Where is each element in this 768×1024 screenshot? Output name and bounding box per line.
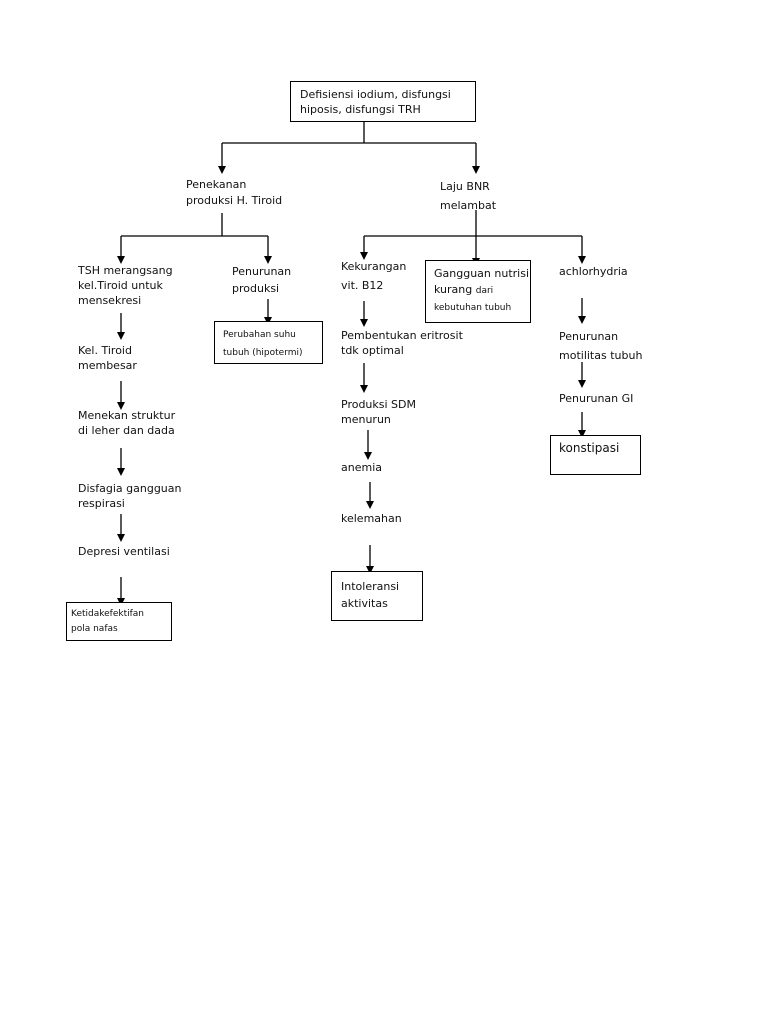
diagnosis-box-intoleransi: Intoleransi aktivitas: [331, 571, 423, 621]
node-anemia: anemia: [341, 461, 382, 474]
diagnosis-gangguan-nutrisi: Gangguan nutrisi kurang dari kebutuhan t…: [434, 266, 530, 316]
diagnosis-ketidakefektifan: Ketidakefektifan pola nafas: [71, 609, 145, 634]
gangguan-nutrisi-main: Gangguan nutrisi kurang: [434, 267, 530, 296]
diagnosis-box-ketidakefektifan: Ketidakefektifan pola nafas: [66, 602, 172, 641]
diagnosis-box-konstipasi: konstipasi: [550, 435, 641, 475]
node-achlorhydria: achlorhydria: [559, 265, 628, 278]
diagnosis-box-perubahan-suhu: Perubahan suhu tubuh (hipotermi): [214, 321, 323, 364]
root-cause-text: Defisiensi iodium, disfungsi hiposis, di…: [300, 88, 451, 116]
gangguan-nutrisi-suffix: dari: [475, 286, 494, 296]
node-menekan-struktur: Menekan struktur di leher dan dada: [78, 409, 176, 437]
node-tsh-merangsang: TSH merangsang kel.Tiroid untuk mensekre…: [78, 264, 173, 307]
root-cause-box: Defisiensi iodium, disfungsi hiposis, di…: [290, 81, 476, 122]
node-laju-bnr: Laju BNR melambat: [440, 180, 497, 212]
diagnosis-box-gangguan-nutrisi: Gangguan nutrisi kurang dari kebutuhan t…: [425, 260, 531, 323]
node-pembentukan-eritrosit: Pembentukan eritrosit tdk optimal: [341, 329, 463, 357]
node-kelemahan: kelemahan: [341, 512, 402, 525]
node-kekurangan-b12: Kekurangan vit. B12: [341, 260, 407, 292]
diagnosis-perubahan-suhu: Perubahan suhu tubuh (hipotermi): [223, 330, 303, 358]
node-penurunan-produksi: Penurunan produksi: [232, 265, 292, 295]
node-penekanan-produksi: Penekanan produksi H. Tiroid: [186, 178, 283, 207]
diagnosis-intoleransi: Intoleransi aktivitas: [341, 580, 400, 610]
node-disfagia: Disfagia gangguan respirasi: [78, 482, 182, 510]
node-produksi-sdm: Produksi SDM menurun: [341, 398, 417, 426]
diagnosis-konstipasi: konstipasi: [559, 441, 620, 455]
node-kel-tiroid-membesar: Kel. Tiroid membesar: [78, 344, 137, 372]
node-penurunan-gi: Penurunan GI: [559, 392, 634, 405]
node-penurunan-motilitas: Penurunan motilitas tubuh: [559, 330, 643, 362]
gangguan-nutrisi-tail: kebutuhan tubuh: [434, 303, 512, 313]
node-depresi-ventilasi: Depresi ventilasi: [78, 545, 170, 558]
